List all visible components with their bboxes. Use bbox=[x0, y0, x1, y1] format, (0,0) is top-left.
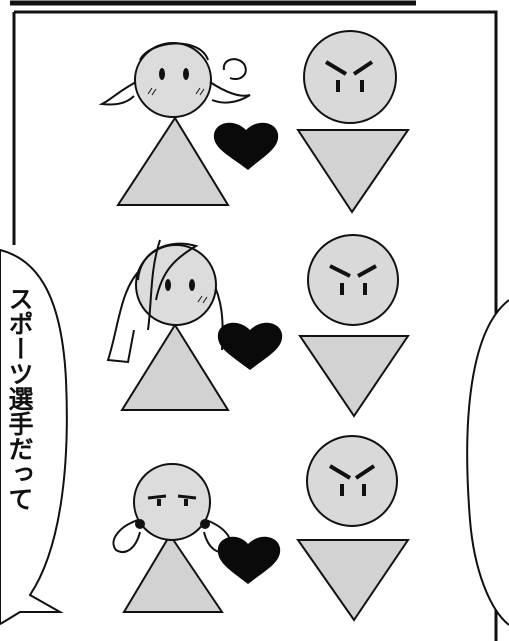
angry-boy bbox=[296, 435, 410, 622]
row-2 bbox=[106, 234, 410, 418]
eye-left bbox=[340, 484, 344, 496]
row-1 bbox=[98, 30, 410, 214]
boy-body-triangle bbox=[298, 335, 410, 418]
heart-icon bbox=[217, 322, 283, 370]
angry-eyebrows bbox=[324, 60, 374, 76]
smug-eyes bbox=[147, 494, 197, 500]
angry-boy bbox=[296, 30, 410, 214]
girl-face bbox=[133, 463, 211, 541]
eye-left bbox=[165, 279, 171, 291]
eye-left bbox=[336, 80, 340, 92]
hair-bun bbox=[222, 58, 247, 80]
bangs bbox=[137, 239, 199, 331]
boy-face bbox=[306, 435, 398, 527]
girl-body-triangle bbox=[120, 323, 230, 411]
eye-left bbox=[159, 68, 165, 80]
heart-icon bbox=[213, 122, 279, 170]
blush bbox=[197, 295, 208, 304]
hair-tie-left bbox=[135, 519, 145, 529]
boy-face bbox=[307, 234, 399, 326]
angry-eyebrows bbox=[328, 464, 376, 480]
long-hair-girl bbox=[106, 239, 230, 411]
eye-left bbox=[340, 283, 344, 295]
boy-body-triangle bbox=[296, 539, 410, 622]
row-3 bbox=[112, 435, 410, 622]
boy-face bbox=[303, 30, 397, 124]
short-hair-girl bbox=[98, 42, 251, 206]
eye-right bbox=[363, 283, 367, 295]
girl-body-triangle bbox=[116, 116, 230, 206]
speech-bubble bbox=[0, 248, 68, 626]
girl-body-triangle bbox=[122, 533, 224, 613]
angry-boy bbox=[298, 234, 410, 418]
girl-face bbox=[134, 42, 212, 118]
girl-face bbox=[135, 244, 217, 326]
right-bubble-edge bbox=[466, 299, 509, 626]
eye-right bbox=[184, 499, 188, 506]
eye-right bbox=[189, 279, 195, 291]
eye-right bbox=[360, 80, 364, 92]
eye-right bbox=[362, 484, 366, 496]
eye-right bbox=[183, 68, 189, 80]
boy-body-triangle bbox=[296, 129, 410, 214]
girl-hair bbox=[98, 42, 251, 106]
speech-bubble-text: スポーツ選手だって bbox=[5, 286, 34, 511]
eye-left bbox=[157, 499, 161, 506]
angry-eyebrows bbox=[329, 264, 377, 278]
hair-tie-right bbox=[200, 519, 210, 529]
blush bbox=[147, 87, 205, 96]
heart-icon bbox=[217, 536, 281, 584]
